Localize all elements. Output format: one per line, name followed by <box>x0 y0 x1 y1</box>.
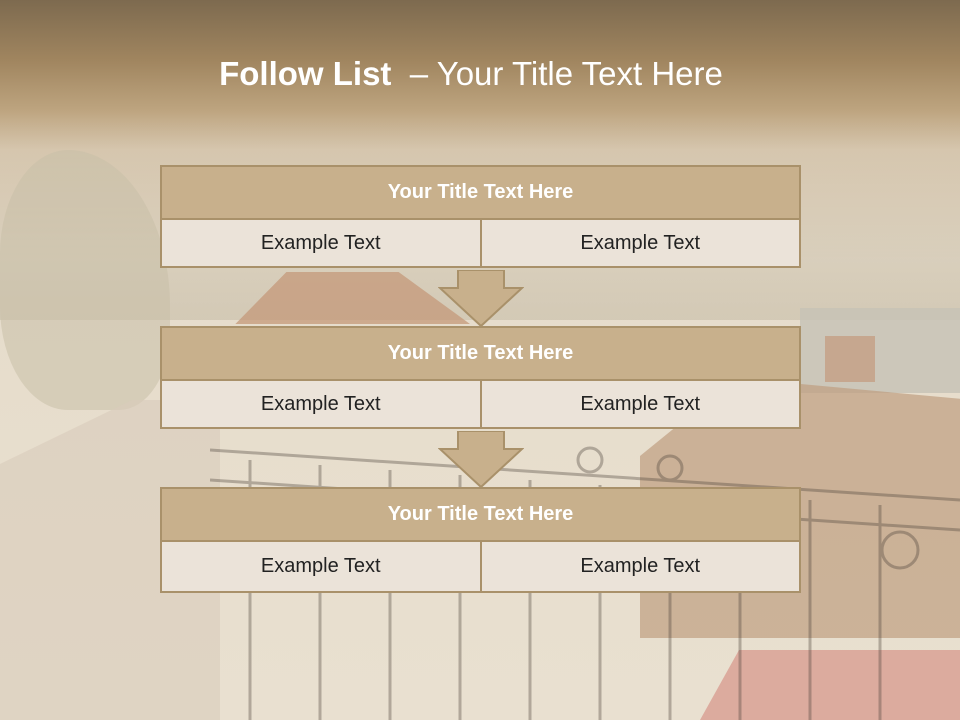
down-arrow-icon <box>438 270 524 328</box>
block-cell-right: Example Text <box>479 540 801 593</box>
block-title: Your Title Text Here <box>160 326 801 381</box>
block-cell-right: Example Text <box>479 379 801 429</box>
list-block-1: Your Title Text Here Example Text Exampl… <box>160 165 801 268</box>
list-block-3: Your Title Text Here Example Text Exampl… <box>160 487 801 593</box>
down-arrow-icon <box>438 431 524 489</box>
slide-title: Follow List – Your Title Text Here <box>0 55 942 93</box>
block-cell-left: Example Text <box>160 540 482 593</box>
block-cell-left: Example Text <box>160 218 482 268</box>
block-row: Example Text Example Text <box>160 379 801 429</box>
background-sea <box>800 308 960 393</box>
list-block-2: Your Title Text Here Example Text Exampl… <box>160 326 801 429</box>
block-row: Example Text Example Text <box>160 540 801 593</box>
block-title: Your Title Text Here <box>160 165 801 220</box>
block-title: Your Title Text Here <box>160 487 801 542</box>
slide-title-rest: – Your Title Text Here <box>409 55 723 92</box>
background-chimney <box>825 336 875 382</box>
block-row: Example Text Example Text <box>160 218 801 268</box>
slide-title-bold: Follow List <box>219 55 392 92</box>
block-cell-right: Example Text <box>479 218 801 268</box>
background-roof <box>700 650 960 720</box>
block-cell-left: Example Text <box>160 379 482 429</box>
